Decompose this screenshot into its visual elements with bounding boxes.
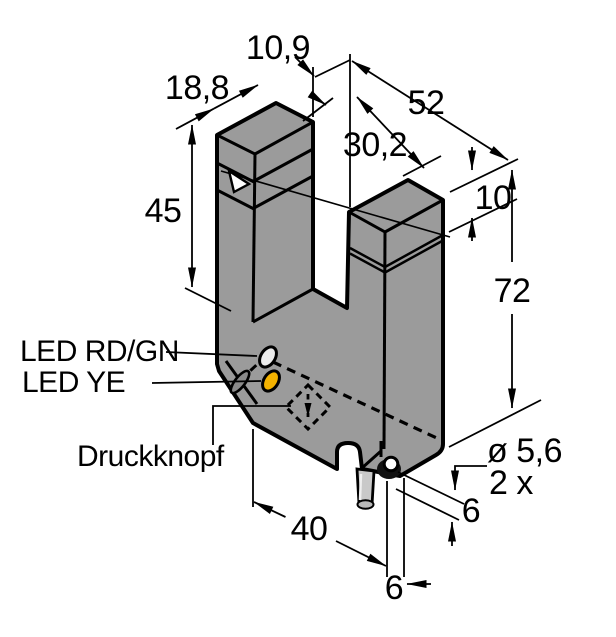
dimension-lines: [175, 54, 542, 588]
dim-slot-width: [294, 54, 351, 207]
pushbutton-symbol: [283, 382, 333, 432]
annotation-text: 10,9 18,8 52 30,2 45 10 72 ø 5,6 2 x 6 4…: [20, 29, 562, 607]
dim-inner-width: [302, 90, 442, 177]
dim-label-inner-width: 30,2: [343, 126, 407, 164]
dim-slot-depth: [184, 124, 232, 312]
dim-label-base-width: 40: [291, 510, 328, 548]
cable: [355, 467, 376, 510]
pushbutton-label: Druckknopf: [77, 440, 225, 473]
dim-label-hole-count: 2 x: [489, 464, 533, 502]
body-edges: [216, 120, 444, 470]
dim-base-width: [252, 429, 387, 567]
dim-label-overall-height: 72: [494, 272, 531, 310]
led-rdgn-label: LED RD/GN: [20, 335, 179, 368]
dim-label-hole-diameter: ø 5,6: [487, 432, 562, 470]
dim-hole-diameter: [395, 465, 487, 521]
dim-label-slot-width: 10,9: [246, 29, 310, 67]
mounting-hole: [377, 455, 401, 479]
led-ye-label: LED YE: [22, 366, 125, 399]
dim-label-slot-depth: 45: [145, 192, 182, 230]
dim-arm-top-height: [448, 147, 518, 241]
dim-overall-height: [448, 169, 542, 448]
led-rdgn-leader: [165, 351, 258, 357]
sensor-body: [215, 101, 451, 510]
dim-label-arm-depth: 18,8: [165, 69, 229, 107]
led-ye-indicator: [261, 369, 281, 393]
pushbutton-leader: [212, 405, 291, 445]
dim-overall-width: [351, 60, 519, 193]
beam-direction-arrow: [227, 168, 252, 194]
dim-label-hole-edge-offset: 6: [462, 492, 480, 530]
dim-label-overall-width: 52: [408, 84, 445, 122]
dim-label-hole-center-offset: 6: [385, 569, 403, 607]
led-ye-leader: [151, 380, 262, 384]
body-outline: [215, 101, 445, 478]
dim-arm-depth: [175, 84, 259, 130]
led-rdgn-indicator: [258, 345, 278, 369]
beam-axis-line: [220, 170, 451, 238]
dim-hole-center-offset: [386, 478, 431, 588]
dim-label-arm-top-height: 10: [475, 179, 512, 217]
